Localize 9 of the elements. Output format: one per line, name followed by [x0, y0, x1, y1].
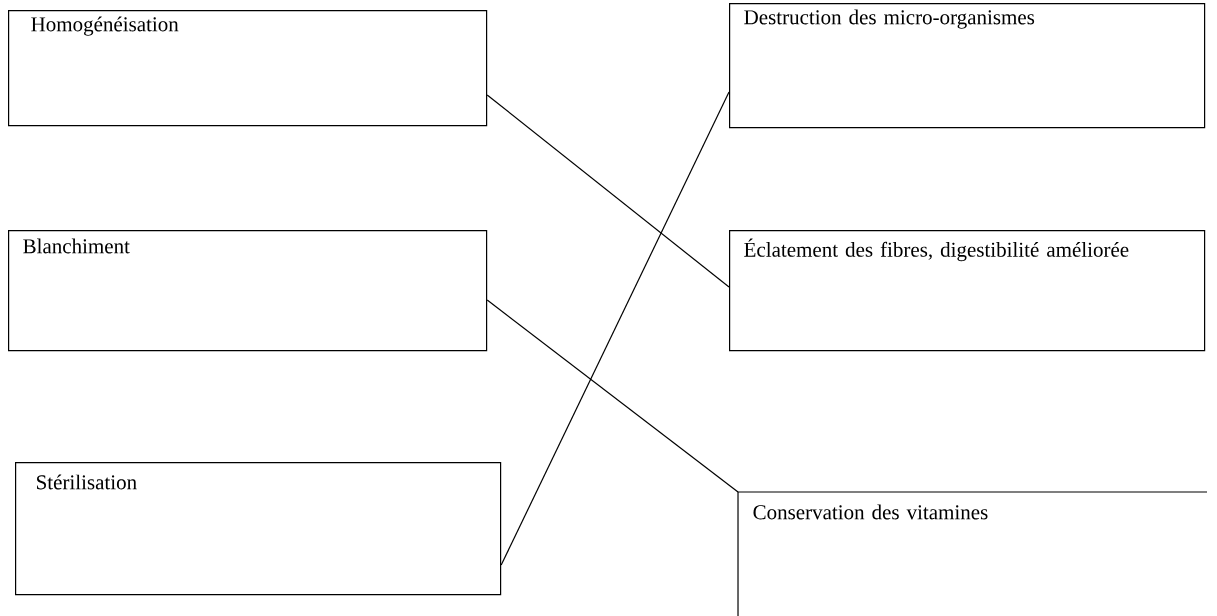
connector-line — [486, 299, 739, 493]
text-box: Homogénéisation — [8, 10, 488, 127]
text-box: Conservation des vitamines — [737, 491, 1208, 616]
text-box: Blanchiment — [8, 230, 488, 352]
connector-line — [486, 94, 730, 288]
connector-line — [500, 91, 730, 566]
text-box: Stérilisation — [15, 462, 502, 596]
text-box: Destruction des micro-organismes — [729, 3, 1206, 129]
text-box: Éclatement des fibres, digestibilité améliorée — [729, 230, 1206, 352]
